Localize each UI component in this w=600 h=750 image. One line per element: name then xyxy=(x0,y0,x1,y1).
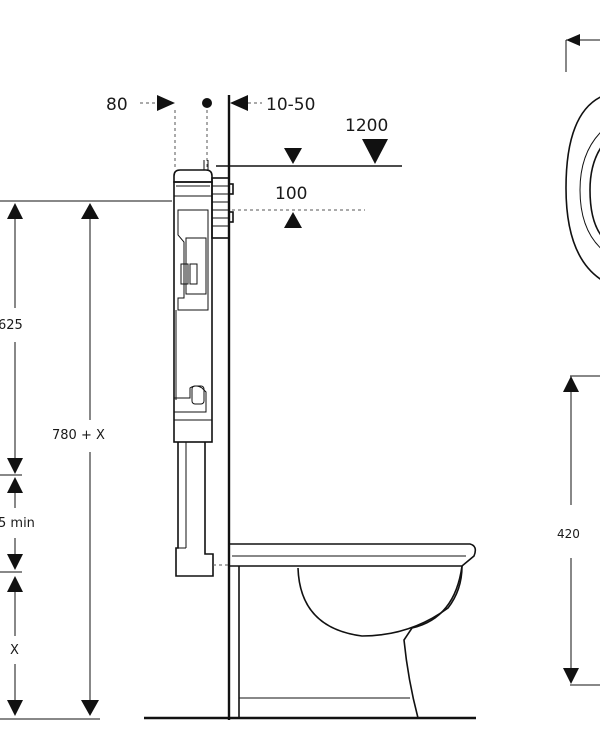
arrow-up xyxy=(7,203,23,219)
bowl-front xyxy=(403,565,463,719)
valve-detail xyxy=(189,263,198,285)
arrow-down xyxy=(7,554,23,570)
level-marker-triangle xyxy=(362,139,388,164)
valve-detail xyxy=(191,385,205,405)
cistern-body xyxy=(173,181,213,443)
cistern-inner xyxy=(185,237,207,295)
right-side-view: 420 xyxy=(557,34,600,686)
dim-label-min-gap: 5 min xyxy=(0,516,35,531)
left-dimension-group: 625 5 min X 780 + X xyxy=(0,200,172,720)
flush-button xyxy=(228,211,234,223)
dim-label-wall-gap: 80 xyxy=(106,95,128,115)
flush-pipe xyxy=(175,442,214,577)
dim-label-top-height: 1200 xyxy=(345,116,388,136)
bowl-top-view-rim xyxy=(579,132,600,249)
arrow-up xyxy=(563,376,579,392)
arrow-up xyxy=(284,212,302,228)
bowl-basin xyxy=(297,565,463,637)
dim-label-button-offset: 100 xyxy=(275,184,307,204)
dim-label-wall-offset: 10-50 xyxy=(266,95,315,115)
center-point-marker xyxy=(202,98,212,108)
arrow-up xyxy=(81,203,99,219)
arrow-left xyxy=(566,34,580,46)
arrow-up xyxy=(7,477,23,493)
dim-label-tank-height: 625 xyxy=(0,318,23,333)
arrow-left xyxy=(230,95,248,111)
bowl-top-view-outer xyxy=(565,96,600,280)
valve-detail xyxy=(180,263,189,285)
arrow-down xyxy=(284,148,302,164)
flush-plate-housing xyxy=(211,177,230,239)
cistern-inner xyxy=(177,209,209,311)
cistern-cap xyxy=(173,169,213,183)
flush-button xyxy=(228,183,234,195)
arrow-up xyxy=(7,576,23,592)
arrow-down xyxy=(7,458,23,474)
toilet-bowl xyxy=(229,543,477,719)
bowl-top-view-inner xyxy=(589,147,600,236)
arrow-right xyxy=(157,95,175,111)
dim-label-floor-gap: X xyxy=(10,643,19,658)
dim-label-total-height: 780 + X xyxy=(52,428,105,443)
arrow-down xyxy=(7,700,23,716)
arrow-down xyxy=(563,668,579,684)
arrow-down xyxy=(81,700,99,716)
top-dimension-group: 80 10-50 1200 100 xyxy=(106,95,402,228)
concealed-cistern xyxy=(173,160,234,577)
dim-label-bowl-height: 420 xyxy=(557,527,580,541)
toilet-seat xyxy=(229,543,477,567)
cistern-detail xyxy=(174,385,207,413)
